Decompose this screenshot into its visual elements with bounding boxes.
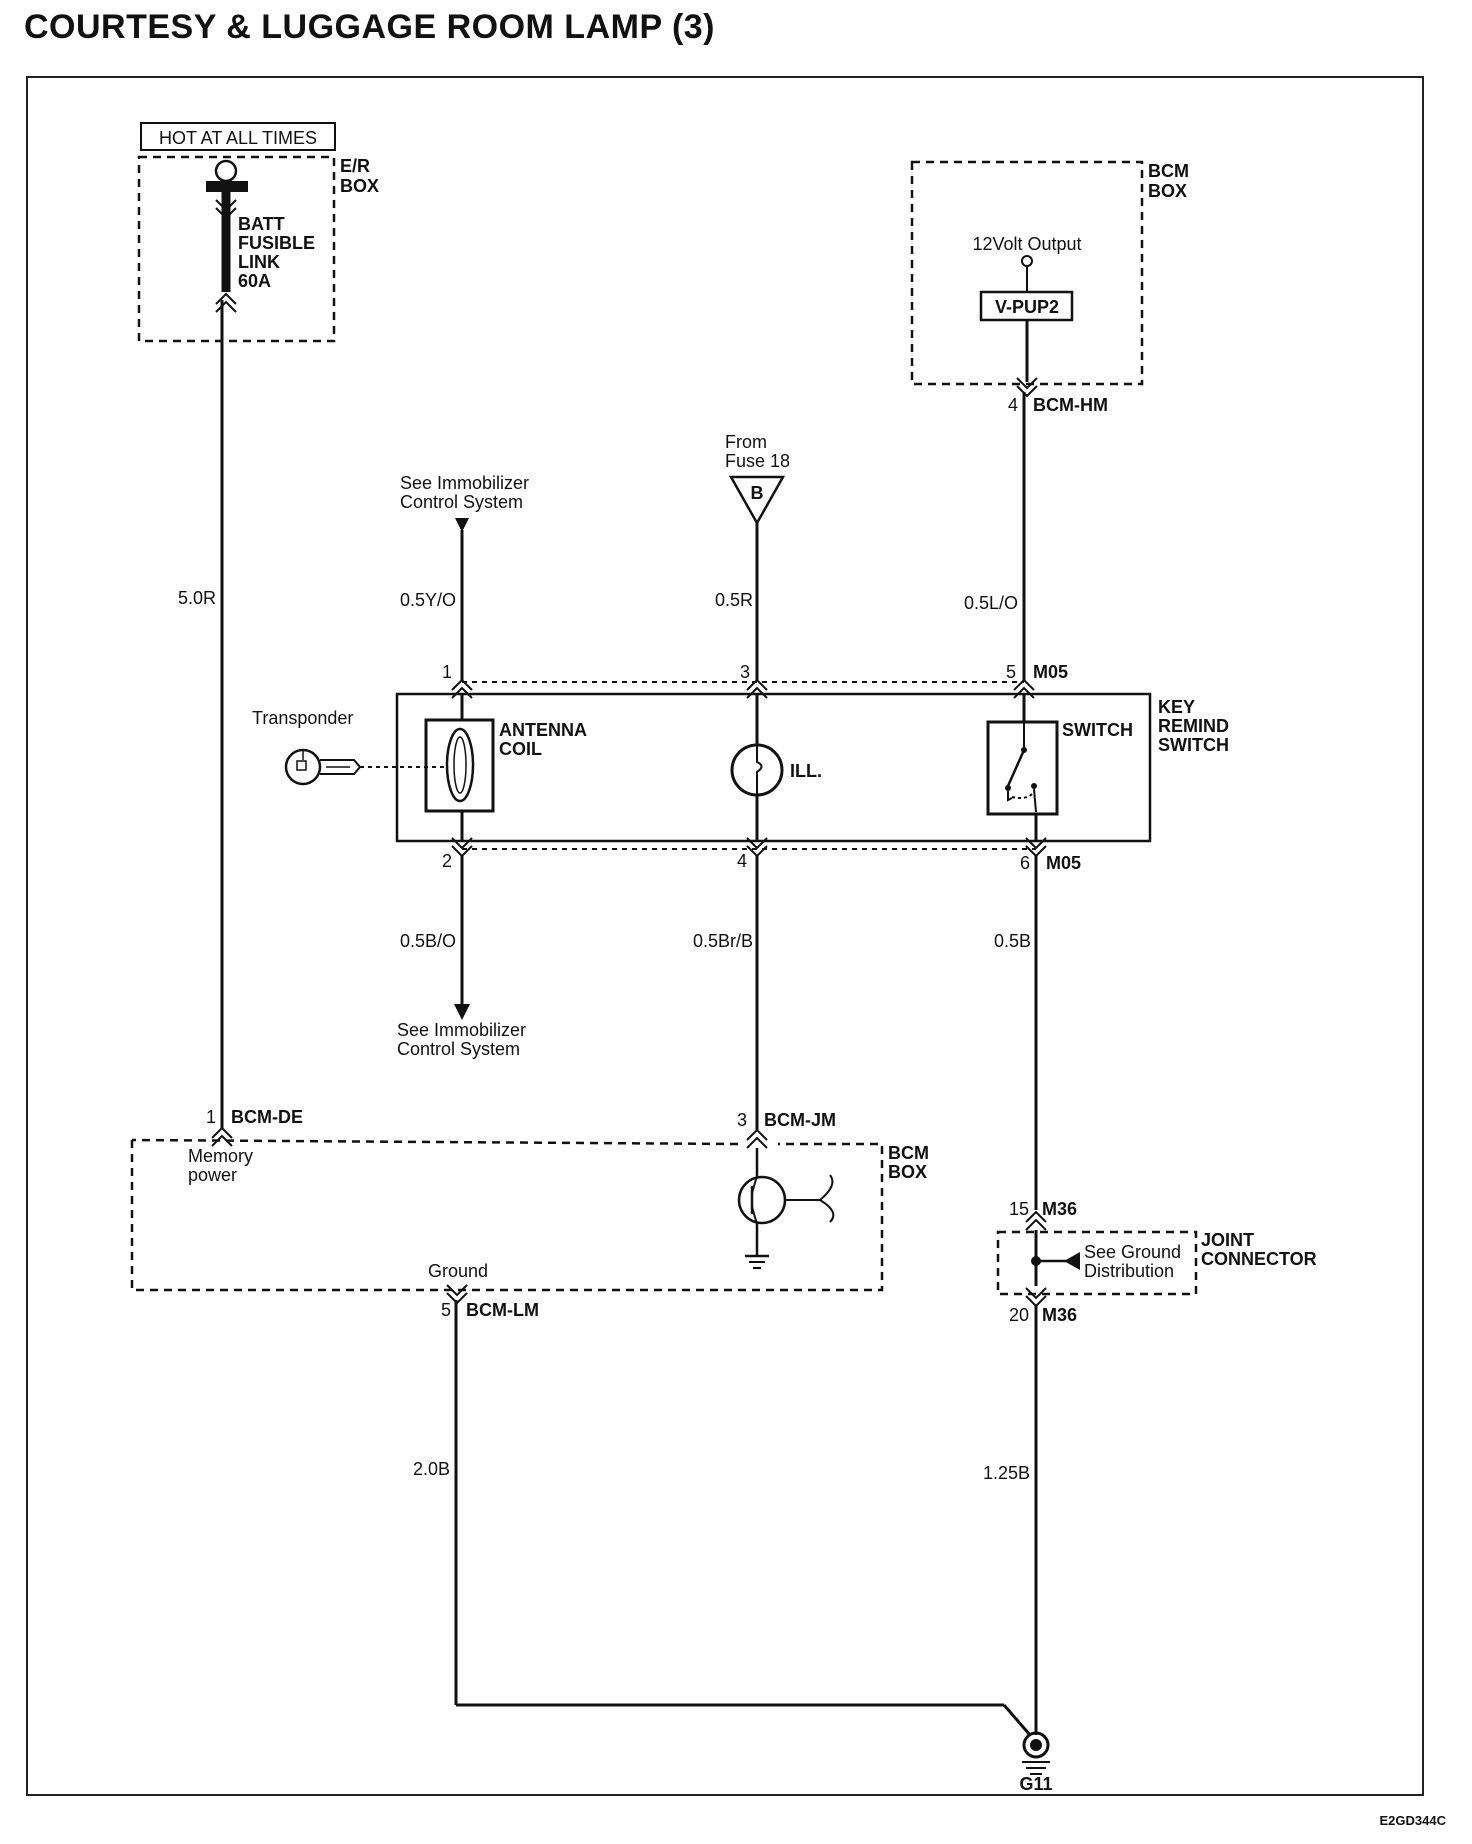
transponder-label: Transponder [252,708,353,728]
bcm-de-connector: BCM-DE [231,1107,303,1127]
wire-r-label: 0.5R [715,590,753,610]
joint-connector-box [996,1230,1198,1296]
krs-pin-5: 5 [1006,662,1016,682]
bcm-bottom-box [130,1138,884,1292]
bcm-bottom-group: BCM BOX 1 BCM-DE Memory power 3 BCM-JM G… [130,1107,929,1320]
krs-label-3: SWITCH [1158,735,1229,755]
bcm-top-box [910,160,1144,386]
wire-125b-label: 1.25B [983,1463,1030,1483]
krs-connector-bottom: M05 [1046,853,1081,873]
wire-bcm-hm-label: 0.5L/O [964,593,1018,613]
wire-b-label: 0.5B [994,931,1031,951]
bcm-de-pin: 1 [206,1107,216,1127]
immobilizer-bottom-arrow-icon [454,1004,470,1020]
switch-contact-icon [1006,749,1026,787]
battery-terminal-icon [214,159,238,183]
krs-connector-top: M05 [1033,662,1068,682]
bcm-lm-pin: 5 [441,1300,451,1320]
joint-label-1: JOINT [1201,1230,1254,1250]
hot-label-box [140,122,336,151]
fuse-label-4: 60A [238,271,271,291]
bcm-hm-connector: BCM-HM [1033,395,1108,415]
er-box-label-2: BOX [340,176,379,196]
wire-batt-label: 5.0R [178,588,216,608]
v-pup2-label: V-PUP2 [995,297,1059,317]
immobilizer-top-text-1: See Immobilizer [400,473,529,493]
m36-connector-bottom: M36 [1042,1305,1077,1325]
battery-bar-icon [206,181,248,192]
ground-distribution-arrow-icon [1064,1252,1080,1270]
diagram-code: E2GD344C [1379,1813,1446,1828]
bcm-bottom-label-1: BCM [888,1143,929,1163]
memory-power-2: power [188,1165,237,1185]
transistor-icon [737,1175,787,1225]
joint-label-2: CONNECTOR [1201,1249,1317,1269]
ground-point-label: G11 [1019,1774,1052,1794]
ground-wires-group: 2.0B 1.25B [413,1300,1038,1736]
fuse18-group: From Fuse 18 B 0.5R [715,432,790,680]
fuse-label-1: BATT [238,214,285,234]
bcm-top-group: BCM BOX 12Volt Output V-PUP2 4 BCM-HM 0.… [910,160,1189,680]
antenna-coil-box [424,718,495,813]
immobilizer-bottom-text-2: Control System [397,1039,520,1059]
wire-brb-label: 0.5Br/B [693,931,753,951]
krs-pin-4: 4 [737,851,747,871]
key-remind-switch-group: KEY REMIND SWITCH 1 3 5 M05 2 4 6 M05 AN… [252,662,1229,873]
er-box [137,155,336,343]
wire-2b-label: 2.0B [413,1459,450,1479]
krs-label-1: KEY [1158,697,1195,717]
bcm-bottom-label-2: BOX [888,1162,927,1182]
krs-pin-6: 6 [1020,853,1030,873]
bcm-jm-connector: BCM-JM [764,1110,836,1130]
immobilizer-top-group: See Immobilizer Control System 0.5Y/O [400,473,529,680]
hot-label: HOT AT ALL TIMES [159,128,317,148]
key-remind-switch-box [395,692,1152,843]
krs-pin-3: 3 [740,662,750,682]
bcm-top-label-2: BOX [1148,181,1187,201]
krs-label-2: REMIND [1158,716,1229,736]
wire-bo-label: 0.5B/O [400,931,456,951]
immobilizer-bottom-text-1: See Immobilizer [397,1020,526,1040]
joint-connector-group: 15 M36 JOINT CONNECTOR See Ground Distri… [996,1199,1317,1325]
fuse18-text-2: Fuse 18 [725,451,790,471]
hot-at-all-times-group: HOT AT ALL TIMES E/R BOX BATT FUSIBLE LI… [137,122,379,1128]
krs-pin-2: 2 [442,851,452,871]
m36-pin-20: 20 [1009,1305,1029,1325]
wire-yo-label: 0.5Y/O [400,590,456,610]
antenna-coil-icon [445,727,475,803]
antenna-label-2: COIL [499,739,542,759]
m36-connector-top: M36 [1042,1199,1077,1219]
krs-pin-1: 1 [442,662,452,682]
fuse-label-2: FUSIBLE [238,233,315,253]
page-title: COURTESY & LUGGAGE ROOM LAMP (3) [24,8,716,46]
immobilizer-top-arrow-icon [455,518,469,532]
switch-label: SWITCH [1062,720,1133,740]
ground-point-g11: G11 [1019,1731,1053,1794]
bcm-top-label-1: BCM [1148,161,1189,181]
joint-note-1: See Ground [1084,1242,1181,1262]
bcm-hm-pin: 4 [1008,395,1018,415]
diagram-frame [26,76,1424,1796]
bcm-jm-pin: 3 [737,1110,747,1130]
m36-pin-15: 15 [1009,1199,1029,1219]
ill-label: ILL. [790,761,822,781]
joint-note-2: Distribution [1084,1261,1174,1281]
er-box-label-1: E/R [340,156,370,176]
immobilizer-top-text-2: Control System [400,492,523,512]
switch-box [986,720,1059,816]
ground-point-icon [1022,1731,1050,1759]
fuse18-letter: B [751,483,764,503]
memory-power-1: Memory [188,1146,253,1166]
fuse18-triangle-icon [728,475,786,526]
output-label: 12Volt Output [972,234,1081,254]
fuse-label-3: LINK [238,252,280,272]
fuse18-text-1: From [725,432,767,452]
bcm-lm-connector: BCM-LM [466,1300,539,1320]
lower-wires-group: 0.5B/O See Immobilizer Control System 0.… [397,856,1038,1210]
bcm-ground-label: Ground [428,1261,488,1281]
antenna-label-1: ANTENNA [499,720,587,740]
